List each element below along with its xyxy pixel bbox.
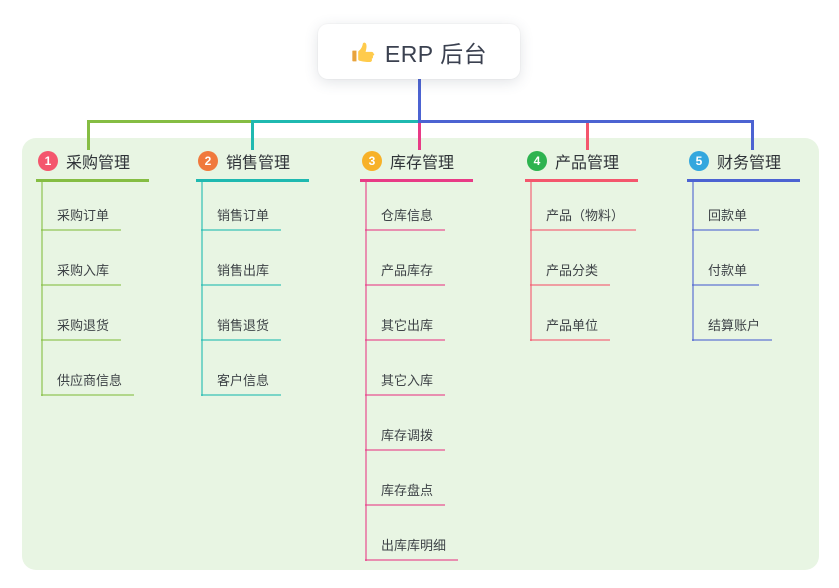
child-item: 采购订单 — [41, 182, 149, 231]
child-item: 仓库信息 — [365, 182, 473, 231]
child-label[interactable]: 采购订单 — [41, 207, 122, 231]
child-item: 库存盘点 — [365, 451, 473, 506]
child-item: 采购入库 — [41, 231, 149, 286]
branch-product: 4 产品管理 产品（物料） 产品分类 产品单位 — [525, 147, 638, 341]
root-node[interactable]: ERP 后台 — [318, 24, 520, 79]
child-item: 客户信息 — [201, 341, 309, 396]
mindmap-panel — [22, 138, 819, 570]
branch-title-sales[interactable]: 2 销售管理 — [196, 147, 309, 182]
child-label[interactable]: 库存盘点 — [365, 482, 446, 506]
branch-badge-1: 1 — [38, 151, 58, 171]
child-item: 出库库明细 — [365, 506, 473, 561]
child-item: 采购退货 — [41, 286, 149, 341]
child-item: 销售退货 — [201, 286, 309, 341]
branch-badge-3: 3 — [362, 151, 382, 171]
branch-children: 仓库信息 产品库存 其它出库 其它入库 库存调拨 库存盘点 出库库明细 — [365, 182, 473, 561]
child-item: 其它出库 — [365, 286, 473, 341]
child-label[interactable]: 销售出库 — [201, 262, 282, 286]
branch-purchase: 1 采购管理 采购订单 采购入库 采购退货 供应商信息 — [36, 147, 149, 396]
branch-children: 回款单 付款单 结算账户 — [692, 182, 800, 341]
branch-children: 销售订单 销售出库 销售退货 客户信息 — [201, 182, 309, 396]
branch-title-label: 产品管理 — [555, 155, 620, 172]
child-label[interactable]: 其它入库 — [365, 372, 446, 396]
child-label[interactable]: 付款单 — [692, 262, 760, 286]
child-label[interactable]: 库存调拨 — [365, 427, 446, 451]
child-label[interactable]: 产品（物料） — [530, 207, 637, 231]
child-label[interactable]: 销售退货 — [201, 317, 282, 341]
child-label[interactable]: 客户信息 — [201, 372, 282, 396]
branch-title-label: 采购管理 — [66, 155, 131, 172]
child-label[interactable]: 采购入库 — [41, 262, 122, 286]
branch-title-purchase[interactable]: 1 采购管理 — [36, 147, 149, 182]
child-label[interactable]: 产品库存 — [365, 262, 446, 286]
child-label[interactable]: 其它出库 — [365, 317, 446, 341]
child-item: 结算账户 — [692, 286, 800, 341]
root-label: ERP 后台 — [384, 40, 488, 67]
child-label[interactable]: 产品单位 — [530, 317, 611, 341]
thumbs-up-icon — [352, 42, 375, 62]
child-label[interactable]: 采购退货 — [41, 317, 122, 341]
branch-children: 采购订单 采购入库 采购退货 供应商信息 — [41, 182, 149, 396]
child-item: 销售订单 — [201, 182, 309, 231]
child-label[interactable]: 结算账户 — [692, 317, 773, 341]
child-item: 产品分类 — [530, 231, 638, 286]
branch-inventory: 3 库存管理 仓库信息 产品库存 其它出库 其它入库 库存调拨 库存盘点 出库库… — [360, 147, 473, 561]
child-item: 供应商信息 — [41, 341, 149, 396]
child-label[interactable]: 产品分类 — [530, 262, 611, 286]
branch-title-product[interactable]: 4 产品管理 — [525, 147, 638, 182]
branch-title-finance[interactable]: 5 财务管理 — [687, 147, 800, 182]
branch-badge-5: 5 — [689, 151, 709, 171]
child-item: 产品库存 — [365, 231, 473, 286]
branch-sales: 2 销售管理 销售订单 销售出库 销售退货 客户信息 — [196, 147, 309, 396]
child-label[interactable]: 供应商信息 — [41, 372, 135, 396]
child-label[interactable]: 出库库明细 — [365, 537, 459, 561]
branch-badge-2: 2 — [198, 151, 218, 171]
child-item: 其它入库 — [365, 341, 473, 396]
branch-title-label: 销售管理 — [226, 155, 291, 172]
branch-title-label: 库存管理 — [390, 155, 455, 172]
child-item: 回款单 — [692, 182, 800, 231]
branch-children: 产品（物料） 产品分类 产品单位 — [530, 182, 638, 341]
child-item: 产品（物料） — [530, 182, 638, 231]
branch-title-inventory[interactable]: 3 库存管理 — [360, 147, 473, 182]
child-item: 库存调拨 — [365, 396, 473, 451]
child-item: 付款单 — [692, 231, 800, 286]
branch-title-label: 财务管理 — [717, 155, 782, 172]
child-label[interactable]: 回款单 — [692, 207, 760, 231]
branch-finance: 5 财务管理 回款单 付款单 结算账户 — [687, 147, 800, 341]
branch-badge-4: 4 — [527, 151, 547, 171]
child-label[interactable]: 销售订单 — [201, 207, 282, 231]
child-label[interactable]: 仓库信息 — [365, 207, 446, 231]
child-item: 销售出库 — [201, 231, 309, 286]
child-item: 产品单位 — [530, 286, 638, 341]
